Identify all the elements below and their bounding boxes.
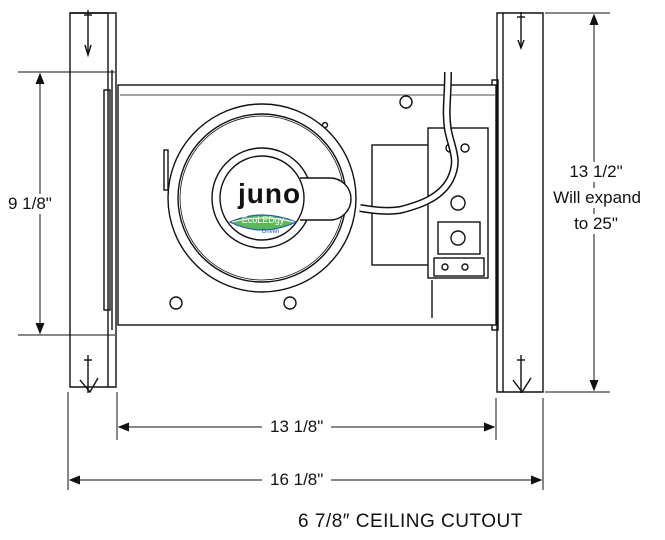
right-top-nail-icon	[517, 12, 525, 50]
left-bottom-nail-icon	[79, 355, 99, 394]
left-mounting-bar	[69, 12, 117, 388]
flex-conduit	[359, 71, 459, 215]
right-height-label-3: to 25"	[556, 214, 636, 234]
outer-width-label: 16 1/8"	[262, 470, 332, 490]
brand-logo: juno	[238, 178, 302, 209]
right-height-label-1: 13 1/2"	[556, 162, 636, 182]
right-mounting-bar	[491, 12, 544, 393]
ecoledgy-badge	[228, 214, 298, 231]
left-top-nail-icon	[84, 10, 92, 58]
right-height-label-2: Will expand	[552, 188, 642, 208]
right-bottom-nail-icon	[512, 355, 532, 394]
left-height-label: 9 1/8"	[8, 194, 52, 214]
ceiling-cutout-caption: 6 7/8″ CEILING CUTOUT	[298, 511, 523, 532]
badge-label: EcoLEDgy	[241, 215, 285, 225]
badge-sub-label: Driven	[262, 229, 280, 235]
inner-width-label: 13 1/8"	[262, 417, 332, 437]
